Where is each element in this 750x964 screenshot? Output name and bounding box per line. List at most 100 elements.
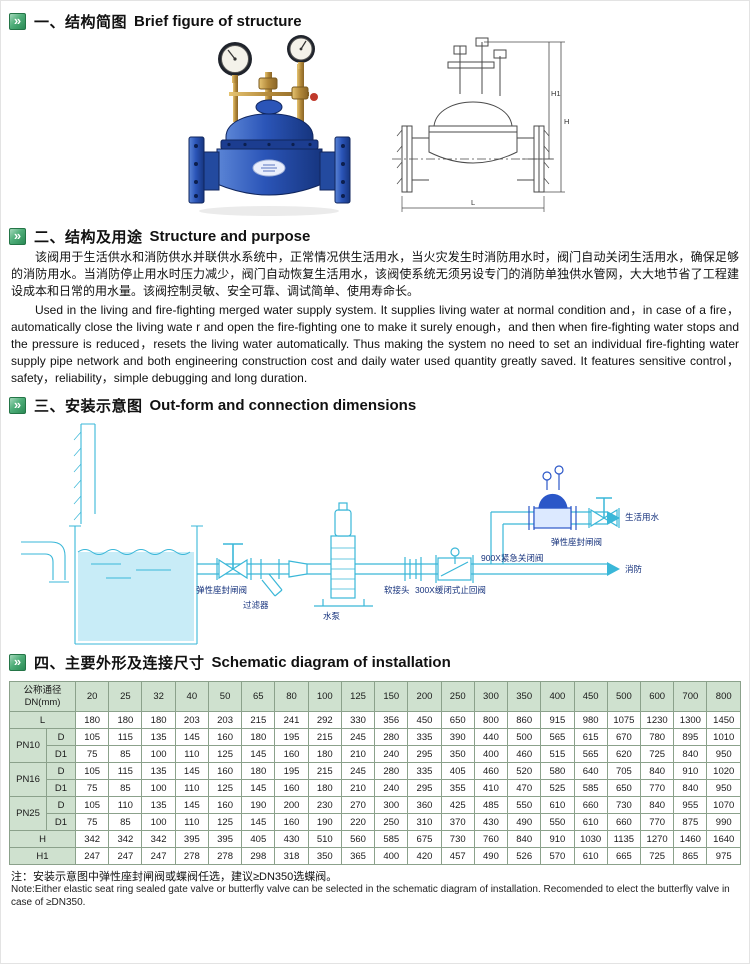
dim-value-cell: 245 <box>340 762 376 780</box>
dim-value-cell: 400 <box>473 745 509 763</box>
dim-value-cell: 950 <box>706 779 741 797</box>
dim-value-cell: 203 <box>207 711 243 729</box>
dn-header-cell: 32 <box>141 681 176 712</box>
dim-value-cell: 955 <box>673 796 708 814</box>
dim-value-cell: 510 <box>307 830 342 848</box>
row-group-cell: PN16 <box>9 762 47 797</box>
row-sublabel-cell: D <box>45 762 77 780</box>
dn-header-cell: 40 <box>174 681 209 712</box>
dim-label-h: H <box>564 117 569 126</box>
dim-value-cell: 247 <box>108 847 143 865</box>
purpose-paragraph-en: Used in the living and fire-fighting mer… <box>11 303 739 385</box>
schematic-label-check-valve: 300X缓闭式止回阀 <box>415 585 486 595</box>
schematic-label-gate-valve-left: 弹性座封闸阀 <box>196 585 248 595</box>
dim-value-cell: 295 <box>407 779 442 797</box>
dim-value-cell: 180 <box>307 745 342 763</box>
dn-header-cell: 400 <box>540 681 575 712</box>
section-marker-icon: » <box>9 397 26 414</box>
dim-value-cell: 215 <box>307 762 342 780</box>
dim-value-cell: 800 <box>473 711 509 729</box>
dim-value-cell: 203 <box>174 711 209 729</box>
dim-value-cell: 840 <box>673 779 708 797</box>
dim-value-cell: 860 <box>507 711 542 729</box>
dim-value-cell: 100 <box>141 779 176 797</box>
dim-value-cell: 615 <box>573 728 608 746</box>
dim-value-cell: 350 <box>307 847 342 865</box>
dim-value-cell: 180 <box>108 711 143 729</box>
schematic-label-strainer: 过滤器 <box>243 600 269 610</box>
purpose-paragraph-zh: 该阀用于生活供水和消防供水并联供水系统中，正常情况供生活用水，当火灾发生时消防用… <box>11 250 739 298</box>
living-water-arrow-icon <box>607 511 620 525</box>
dim-value-cell: 975 <box>706 847 741 865</box>
dim-label-l: L <box>471 198 475 207</box>
row-sublabel-cell: D1 <box>45 745 77 763</box>
dim-value-cell: 335 <box>407 762 442 780</box>
dim-value-cell: 520 <box>507 762 542 780</box>
dn-header-cell: 350 <box>507 681 542 712</box>
dn-header-cell: 300 <box>473 681 509 712</box>
dim-value-cell: 355 <box>440 779 475 797</box>
dim-value-cell: 780 <box>639 728 675 746</box>
dim-value-cell: 410 <box>473 779 509 797</box>
dim-value-cell: 895 <box>673 728 708 746</box>
dim-value-cell: 240 <box>374 779 409 797</box>
dn-header-cell: 80 <box>274 681 309 712</box>
dim-value-cell: 565 <box>573 745 608 763</box>
dim-value-cell: 405 <box>440 762 475 780</box>
dim-value-cell: 865 <box>673 847 708 865</box>
dim-value-cell: 160 <box>207 728 243 746</box>
row-sublabel-cell: D1 <box>45 813 77 831</box>
dim-value-cell: 585 <box>374 830 409 848</box>
dim-value-cell: 640 <box>573 762 608 780</box>
section-3-title-zh: 三、安装示意图 <box>34 398 143 415</box>
dim-value-cell: 110 <box>174 813 209 831</box>
dim-value-cell: 180 <box>307 779 342 797</box>
dim-value-cell: 230 <box>307 796 342 814</box>
dim-value-cell: 342 <box>75 830 110 848</box>
dim-value-cell: 840 <box>507 830 542 848</box>
dim-value-cell: 990 <box>706 813 741 831</box>
dim-value-cell: 1640 <box>706 830 741 848</box>
dim-value-cell: 730 <box>440 830 475 848</box>
dn-header-cell: 800 <box>706 681 741 712</box>
dn-header-cell: 700 <box>673 681 708 712</box>
dim-value-cell: 660 <box>573 796 608 814</box>
row-group-cell: PN10 <box>9 728 47 763</box>
dim-value-cell: 180 <box>141 711 176 729</box>
dim-value-cell: 675 <box>407 830 442 848</box>
dim-value-cell: 342 <box>108 830 143 848</box>
section-1-title-en: Brief figure of structure <box>134 13 302 30</box>
dim-value-cell: 650 <box>440 711 475 729</box>
dim-value-cell: 125 <box>207 745 243 763</box>
dim-value-cell: 115 <box>108 762 143 780</box>
dim-value-cell: 665 <box>606 847 642 865</box>
dim-value-cell: 160 <box>274 779 309 797</box>
dim-value-cell: 75 <box>75 813 110 831</box>
dim-value-cell: 270 <box>340 796 376 814</box>
dim-value-cell: 356 <box>374 711 409 729</box>
dim-value-cell: 100 <box>141 745 176 763</box>
dim-value-cell: 620 <box>606 745 642 763</box>
dim-value-cell: 342 <box>141 830 176 848</box>
dim-value-cell: 85 <box>108 745 143 763</box>
section-marker-icon: » <box>9 228 26 245</box>
dim-value-cell: 910 <box>673 762 708 780</box>
dim-value-cell: 85 <box>108 813 143 831</box>
dim-value-cell: 457 <box>440 847 475 865</box>
dn-header-cell: 50 <box>207 681 243 712</box>
dim-value-cell: 430 <box>274 830 309 848</box>
dim-value-cell: 560 <box>340 830 376 848</box>
dim-value-cell: 160 <box>274 745 309 763</box>
dim-value-cell: 526 <box>507 847 542 865</box>
dim-label-h1: H1 <box>551 89 561 98</box>
footnote-en: Note:Either elastic seat ring sealed gat… <box>11 884 730 908</box>
dim-value-cell: 610 <box>540 796 575 814</box>
schematic-label-flexible-joint: 软接头 <box>384 585 410 595</box>
row-label-cell: H <box>8 830 77 848</box>
section-marker-icon: » <box>9 654 26 671</box>
